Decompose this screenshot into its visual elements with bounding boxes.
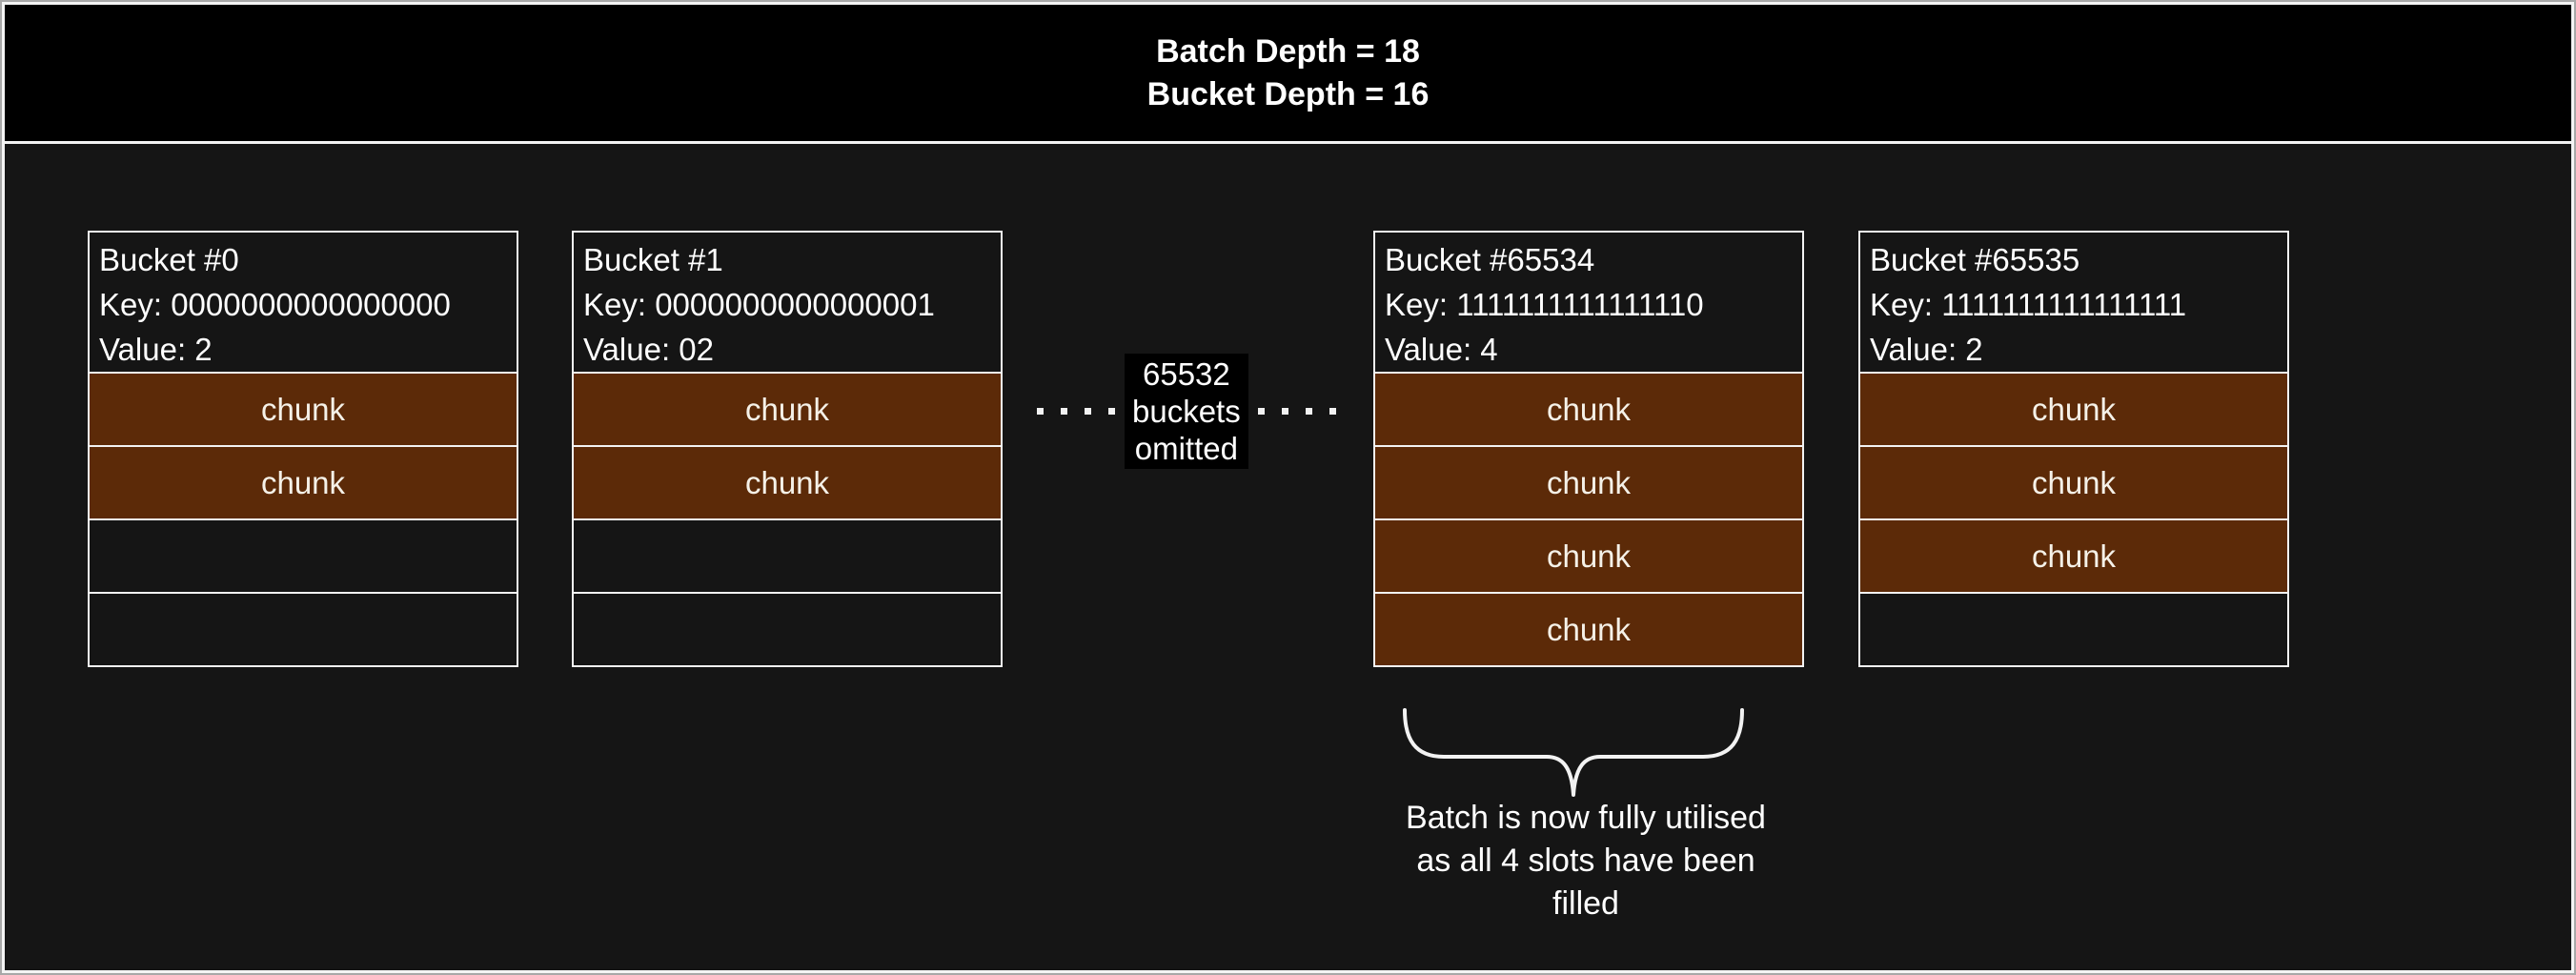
chunk-slot-filled: chunk [1860,374,2287,445]
bucket-title: Bucket #0 [99,242,239,277]
omitted-word-buckets: buckets [1132,393,1241,429]
bucket-depth-label: Bucket Depth = 16 [1146,75,1430,112]
dot-icon [1108,407,1115,415]
chunk-slot-filled: chunk [1375,518,1802,592]
chunk-label: chunk [744,391,830,427]
chunk-label: chunk [1546,391,1632,427]
bucket-title: Bucket #65534 [1385,242,1595,277]
omitted-word-omitted: omitted [1134,430,1238,466]
chunk-slot-empty [90,518,517,592]
ellipsis-dots-right [1257,407,1336,415]
annotation-line-2: as all 4 slots have been [1416,843,1755,879]
chunk-slot-filled: chunk [1375,374,1802,445]
chunk-slot-filled: chunk [574,445,1001,518]
dot-icon [1037,407,1044,415]
header-band: Batch Depth = 18 Bucket Depth = 16 [5,5,2571,144]
chunk-slot-filled: chunk [574,374,1001,445]
bucket-key: Key: 1111111111111111 [1870,287,2187,322]
chunk-label: chunk [1546,611,1632,647]
annotation-line-3: filled [1552,885,1619,922]
dot-icon [1281,407,1288,415]
chunk-slot-empty [574,592,1001,665]
chunk-slot-filled: chunk [90,374,517,445]
bucket-value: Value: 2 [99,332,213,367]
omitted-buckets-indicator: 65532 buckets omitted [1037,353,1336,469]
chunk-slot-empty [574,518,1001,592]
bucket-title: Bucket #1 [583,242,723,277]
dot-icon [1085,407,1091,415]
dot-icon [1257,407,1265,415]
chunk-label: chunk [1546,464,1632,500]
dot-icon [1305,407,1312,415]
bucket-value: Value: 4 [1385,332,1498,367]
bucket-value: Value: 02 [583,332,714,367]
batch-depth-label: Batch Depth = 18 [1156,32,1420,70]
dot-icon [1061,407,1067,415]
chunk-label: chunk [260,391,346,427]
omitted-count: 65532 [1142,355,1230,392]
chunk-slot-empty [90,592,517,665]
ellipsis-dots-left [1037,407,1115,415]
annotation-line-1: Batch is now fully utilised [1406,800,1766,836]
bucket-key: Key: 0000000000000000 [99,287,451,322]
bucket-key: Key: 1111111111111110 [1385,287,1704,322]
chunk-slot-filled: chunk [1375,592,1802,665]
chunk-slot-filled: chunk [1860,518,2287,592]
chunk-label: chunk [2031,391,2117,427]
chunk-slot-filled: chunk [1860,445,2287,518]
omitted-buckets-label: 65532 buckets omitted [1125,353,1248,469]
chunk-label: chunk [1546,538,1632,574]
chunk-label: chunk [2031,464,2117,500]
chunk-label: chunk [2031,538,2117,574]
bucket-value: Value: 2 [1870,332,1983,367]
chunk-label: chunk [744,464,830,500]
chunk-slot-filled: chunk [90,445,517,518]
bucket-title: Bucket #65535 [1870,242,2080,277]
dot-icon [1329,407,1336,415]
batch-full-annotation: Batch is now fully utilised as all 4 slo… [1348,797,1824,925]
chunk-slot-filled: chunk [1375,445,1802,518]
bucket-key: Key: 0000000000000001 [583,287,935,322]
chunk-label: chunk [260,464,346,500]
chunk-slot-empty [1860,592,2287,665]
underbrace-icon [1403,708,1744,797]
